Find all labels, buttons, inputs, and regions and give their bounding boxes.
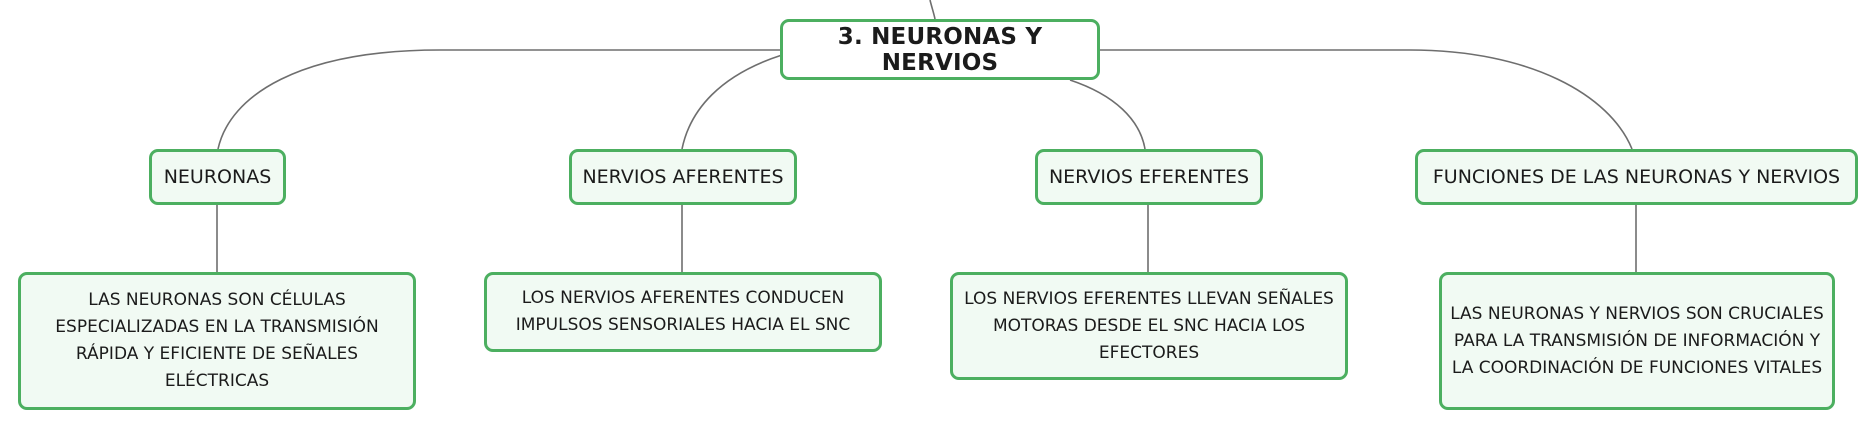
connector-root-to-eferentes — [1069, 79, 1146, 150]
detail-node-nervios-eferentes[interactable]: LOS NERVIOS EFERENTES LLEVAN SEÑALES MOT… — [950, 272, 1348, 380]
topic-label: NEURONAS — [163, 166, 272, 188]
root-topic-label: 3. NEURONAS Y NERVIOS — [837, 23, 1043, 76]
topic-node-nervios-eferentes[interactable]: NERVIOS EFERENTES — [1035, 149, 1263, 205]
detail-node-funciones[interactable]: LAS NEURONAS Y NERVIOS SON CRUCIALES PAR… — [1439, 272, 1835, 410]
detail-node-neuronas[interactable]: LAS NEURONAS SON CÉLULAS ESPECIALIZADAS … — [18, 272, 416, 410]
topic-label: NERVIOS AFERENTES — [582, 166, 784, 188]
detail-text: LOS NERVIOS AFERENTES CONDUCEN IMPULSOS … — [515, 288, 851, 335]
topic-node-neuronas[interactable]: NEURONAS — [149, 149, 286, 205]
root-topic-node[interactable]: 3. NEURONAS Y NERVIOS — [780, 19, 1100, 80]
topic-node-nervios-aferentes[interactable]: NERVIOS AFERENTES — [569, 149, 797, 205]
topic-label: FUNCIONES DE LAS NEURONAS Y NERVIOS — [1432, 166, 1841, 188]
topic-node-funciones[interactable]: FUNCIONES DE LAS NEURONAS Y NERVIOS — [1415, 149, 1858, 205]
connector-parent-to-root — [929, 0, 936, 20]
detail-node-nervios-aferentes[interactable]: LOS NERVIOS AFERENTES CONDUCEN IMPULSOS … — [484, 272, 882, 352]
detail-text: LOS NERVIOS EFERENTES LLEVAN SEÑALES MOT… — [964, 288, 1334, 363]
connector-root-to-funciones — [1100, 49, 1633, 150]
connector-root-to-aferentes — [681, 54, 783, 150]
detail-text: LAS NEURONAS Y NERVIOS SON CRUCIALES PAR… — [1450, 303, 1824, 378]
topic-label: NERVIOS EFERENTES — [1048, 166, 1250, 188]
detail-text: LAS NEURONAS SON CÉLULAS ESPECIALIZADAS … — [55, 290, 379, 391]
connector-root-to-neuronas — [217, 49, 780, 150]
